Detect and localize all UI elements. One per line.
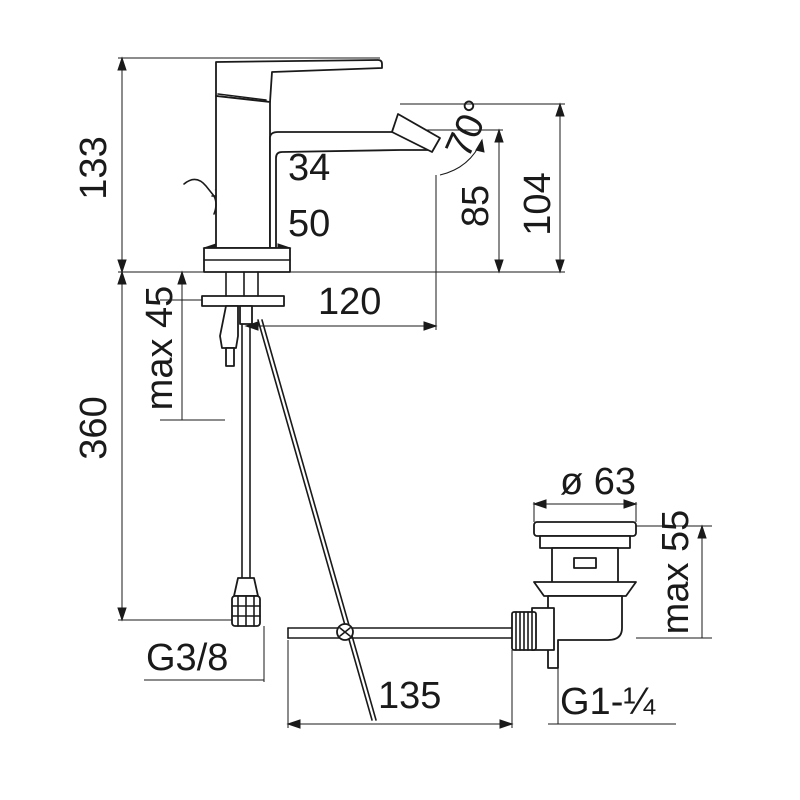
- dim-120: [244, 175, 438, 331]
- hose-nut: [233, 577, 259, 597]
- waste-lever: [287, 623, 513, 641]
- waste-cap: [533, 521, 637, 537]
- fixing-stud: [219, 305, 239, 349]
- dim-max55: [636, 524, 712, 639]
- waste-nut: [533, 581, 637, 597]
- dim-g38: [144, 626, 265, 682]
- label-133: 133: [73, 136, 115, 199]
- dim-85: [494, 128, 504, 274]
- label-50: 50: [288, 203, 330, 245]
- dim-104: [555, 102, 565, 274]
- dim-63: [532, 499, 638, 522]
- dim-g114: [548, 668, 676, 725]
- extension-lines: [118, 57, 565, 621]
- fixing-washer: [201, 295, 285, 307]
- label-360: 360: [73, 396, 115, 459]
- label-max55: max 55: [655, 510, 697, 635]
- label-104: 104: [517, 172, 559, 235]
- hose-connector: [239, 305, 253, 325]
- lever-handle: [215, 59, 383, 103]
- label-angle: 70°: [438, 94, 500, 164]
- popup-rod: [257, 319, 377, 721]
- label-63: ø 63: [560, 461, 636, 503]
- popup-waste: [511, 521, 637, 669]
- dim-max45: [177, 270, 187, 420]
- dim-360: [117, 270, 127, 622]
- label-g114: G1-¼: [560, 681, 656, 723]
- label-34: 34: [288, 147, 330, 189]
- flex-hose: [231, 323, 261, 627]
- dim-133: [117, 56, 127, 274]
- waste-tail: [547, 595, 623, 669]
- dim-angle: [439, 138, 485, 176]
- label-120: 120: [318, 281, 381, 323]
- popup-knob: [183, 178, 217, 215]
- label-135: 135: [378, 675, 441, 717]
- nozzle: [391, 113, 441, 153]
- label-g38: G3/8: [146, 637, 228, 679]
- label-85: 85: [455, 185, 497, 227]
- dim-135: [286, 640, 514, 729]
- label-max45: max 45: [139, 286, 181, 411]
- faucet-body: [215, 95, 271, 249]
- faucet: [183, 59, 441, 367]
